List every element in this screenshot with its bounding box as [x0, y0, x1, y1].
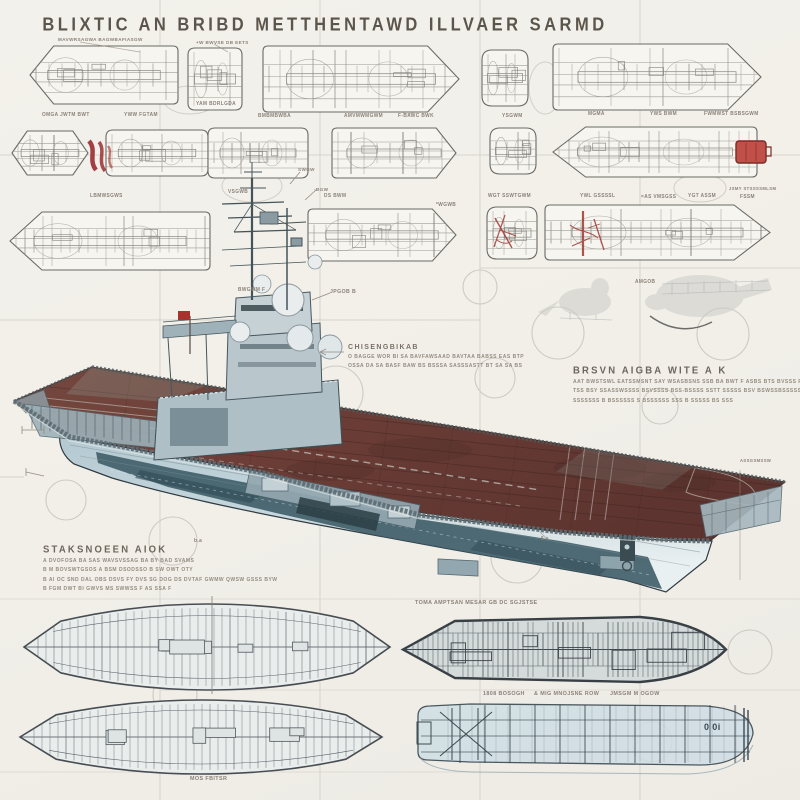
legend-line: AAT BWSTSWL EATSSMSNT SAY WSASBSNS SSB B… — [573, 379, 800, 386]
annotation-label: *WGWB — [436, 202, 457, 209]
annotation-label: YSGWM — [502, 113, 523, 120]
annotation-label: SWGW — [298, 166, 315, 173]
annotation-label: 1808 BOSOGH — [483, 690, 525, 698]
poster-title: BLIXTIC AN BRIBD METTHENTAWD ILLVAER SAR… — [42, 14, 608, 36]
island-note-heading: CHISENGBIKAB — [348, 343, 419, 352]
annotation-label: YAM BDRLGDA — [196, 101, 236, 108]
annotation-label: OMGA JWTM BWT — [42, 112, 90, 119]
hangar-deck-plan — [400, 615, 728, 684]
hull-section — [207, 127, 309, 179]
gallery-deck-plan — [416, 703, 754, 775]
red-flag — [178, 311, 190, 320]
island-note-block: CHISENGBIKAB O BAGGE WOR BI SA BAVFAWSAA… — [348, 343, 588, 370]
hull-section — [187, 47, 243, 111]
hull-section — [552, 43, 762, 111]
annotation-label: -BGW — [314, 186, 329, 193]
annotation-label: FWMWST BSBSGWM — [704, 111, 759, 118]
hull-section — [11, 130, 89, 176]
annotation-label: BWGWM F — [238, 287, 266, 294]
hull-section — [481, 49, 529, 107]
legend-line: SSSSSSS B BSSSSSS S BSSSSSS SSS B SSSSS … — [573, 397, 734, 404]
annotation-label: +W BWVSE DB EETS — [196, 39, 249, 46]
deck-plan-drawings — [18, 596, 754, 775]
top-deck-plan — [22, 603, 392, 691]
annotation-label: DS BWM — [324, 193, 347, 200]
legend-left-heading: STAKSNOEEN AIOK — [43, 543, 168, 556]
legend-line: OSSA DA SA BASF BAW BS BSSSA SASSSASTT B… — [348, 363, 523, 370]
annotation-label: ASSGSMSSW — [740, 457, 772, 464]
hull-section — [489, 127, 537, 175]
legend-line: B AI OC SND DAL OBS DSVS FY DVS SG DOG D… — [43, 576, 278, 583]
hull-section — [29, 45, 179, 105]
hull-section — [307, 208, 457, 262]
annotation-label: MAVWRSAGWA BAGWBAFIASGW — [58, 36, 143, 43]
annotation-label: =AS VMSGSS — [641, 194, 677, 201]
island-superstructure — [153, 162, 343, 461]
hull-section — [262, 45, 460, 113]
annotation-label: F-BAWC BWK — [398, 113, 434, 120]
annotation-lines — [21, 41, 741, 580]
annotation-label: b.a — [194, 538, 203, 545]
hull-section — [544, 204, 771, 261]
legend-line: TSS BSY SSASSWSSSS BSVSSSS BSS-BSSSS SST… — [573, 388, 800, 395]
annotation-label: MOS FBITSR — [190, 775, 228, 783]
legend-line: O BAGGE WOR BI SA BAVFAWSAAD BAVTAA BABS… — [348, 354, 525, 361]
legend-line: B FGM DWT BI GWVS MS SWWSS F AS SSA F — [43, 585, 172, 592]
faint-silhouettes — [538, 275, 772, 330]
hull-section — [552, 126, 758, 178]
annotation-label: JMSGM M OGOW — [610, 690, 660, 698]
legend-block-left: STAKSNOEEN AIOK A DVOFOSA BA SAS WAVSVSS… — [43, 543, 278, 592]
annotation-label: LBMWSGWS — [90, 193, 123, 200]
annotation-label: AMVMWMGWM — [344, 113, 384, 120]
legend-left-lines: A DVOFOSA BA SAS WAVSVSSAG BA BY BAD SVA… — [43, 558, 278, 592]
annotation-label: 0 0i — [704, 721, 721, 733]
annotation-label: YWS BWM — [650, 111, 678, 118]
annotation-label: JSMY STSSSSMLSM — [729, 185, 777, 192]
island-note-lines: O BAGGE WOR BI SA BAVFAWSAAD BAVTAA BABS… — [348, 354, 588, 369]
hull-section-thumbnails — [9, 43, 771, 271]
legend-block-right: BRSVN AIGBA WITE A K AAT BWSTSWL EATSSMS… — [573, 364, 800, 403]
annotation-label: YWL GSSSSL — [580, 193, 616, 200]
annotation-label: JPGOB B — [330, 288, 357, 296]
legend-right-lines: AAT BWSTSWL EATSSMSNT SAY WSASBSNS SSB B… — [573, 379, 800, 403]
legend-line: B M BOVSWTGSOS A BSM DSODSSO B SW OWT OT… — [43, 567, 194, 574]
hull-section — [486, 206, 538, 260]
hull-section — [9, 211, 211, 271]
red-accent-marks — [87, 139, 772, 256]
annotation-label: TOMA AMPTSAN MESAR GB DC SGJSTSE — [415, 599, 538, 607]
aircraft-carrier-cutaway — [12, 41, 787, 593]
hull-section — [105, 129, 209, 177]
annotation-label: FSSM — [740, 194, 755, 201]
annotation-label: AMGOB — [635, 279, 656, 286]
hull-section — [331, 127, 457, 179]
annotation-label: BMBMBWBA — [258, 113, 292, 120]
annotation-label: MGMA — [588, 111, 605, 118]
annotation-label: YGT ASSM — [688, 193, 717, 200]
annotation-label: & MIG MNOJSNE ROW — [534, 690, 600, 698]
legend-line: A DVOFOSA BA SAS WAVSVSSAG BA BY BAD SVA… — [43, 558, 195, 565]
annotation-label: VSGWB — [228, 189, 249, 196]
annotation-label: WGT SSWTGWM — [488, 193, 532, 200]
top-deck-plan — [18, 699, 384, 775]
annotation-label: YWW FGTAM — [124, 112, 158, 119]
legend-right-heading: BRSVN AIGBA WITE A K — [573, 364, 728, 377]
annotation-label: 5 a — [541, 536, 549, 543]
